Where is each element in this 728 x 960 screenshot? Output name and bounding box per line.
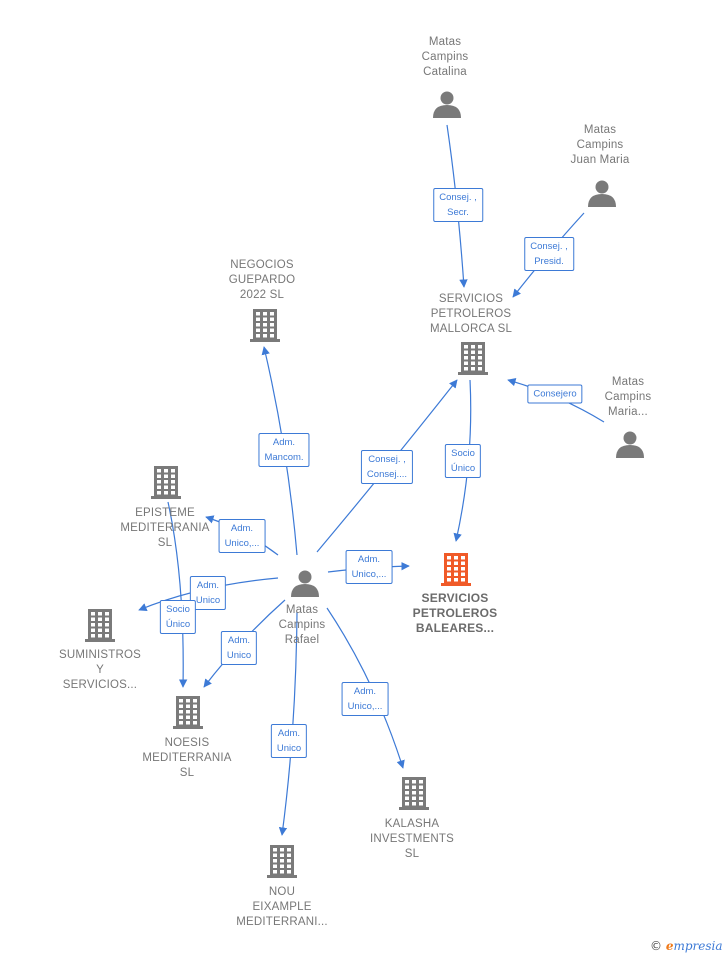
building-icon[interactable] (85, 609, 115, 642)
node-label-kalasha[interactable]: KALASHA INVESTMENTS SL (370, 818, 454, 860)
person-icon[interactable] (291, 570, 319, 598)
building-icon[interactable] (267, 845, 297, 878)
node-label-catalina[interactable]: Matas Campins Catalina (421, 36, 469, 78)
node-label-spmallorca[interactable]: SERVICIOS PETROLEROS MALLORCA SL (429, 293, 513, 335)
edge-label[interactable]: Consej. , Presid. (524, 237, 574, 271)
building-icon[interactable] (250, 309, 280, 342)
node-label-suministros[interactable]: SUMINISTROS Y SERVICIOS... (58, 649, 142, 691)
edge-label[interactable]: Adm. Unico (270, 724, 308, 758)
edge-label[interactable]: Adm. Unico,... (341, 682, 389, 716)
person-icon[interactable] (433, 91, 461, 119)
edge-label[interactable]: Consej. , Consej.... (360, 450, 414, 484)
node-label-rafael[interactable]: Matas Campins Rafael (278, 604, 326, 646)
edge-label[interactable]: Adm. Unico (220, 631, 258, 665)
edge-label[interactable]: Adm. Unico,... (218, 519, 266, 553)
building-icon[interactable] (399, 777, 429, 810)
edge-label[interactable]: Consej. , Secr. (433, 188, 483, 222)
building-icon[interactable] (441, 553, 471, 586)
building-icon[interactable] (173, 696, 203, 729)
node-label-episteme[interactable]: EPISTEME MEDITERRANIA SL (120, 507, 210, 549)
edge-episteme-to-noesis (167, 501, 188, 688)
person-icon[interactable] (588, 180, 616, 208)
building-icon[interactable] (151, 466, 181, 499)
edge-label[interactable]: Adm. Unico (189, 576, 227, 610)
node-label-nou[interactable]: NOU EIXAMPLE MEDITERRANI... (236, 886, 328, 928)
building-icon[interactable] (458, 342, 488, 375)
node-label-maria[interactable]: Matas Campins Maria... (604, 376, 652, 418)
edge-label[interactable]: Consejero (527, 384, 583, 404)
edge-label[interactable]: Socio Único (159, 600, 197, 634)
node-label-noesis[interactable]: NOESIS MEDITERRANIA SL (142, 737, 232, 779)
edge-label[interactable]: Socio Único (444, 444, 482, 478)
person-icon[interactable] (616, 431, 644, 459)
empresia-logo: © empresia (650, 939, 723, 953)
edge-label[interactable]: Adm. Unico,... (345, 550, 393, 584)
edge-label[interactable]: Adm. Mancom. (258, 433, 310, 467)
node-label-spbaleares[interactable]: SERVICIOS PETROLEROS BALEARES... (412, 591, 498, 635)
node-label-negocios[interactable]: NEGOCIOS GUEPARDO 2022 SL (228, 259, 296, 301)
node-label-juanmaria[interactable]: Matas Campins Juan Maria (570, 124, 630, 166)
